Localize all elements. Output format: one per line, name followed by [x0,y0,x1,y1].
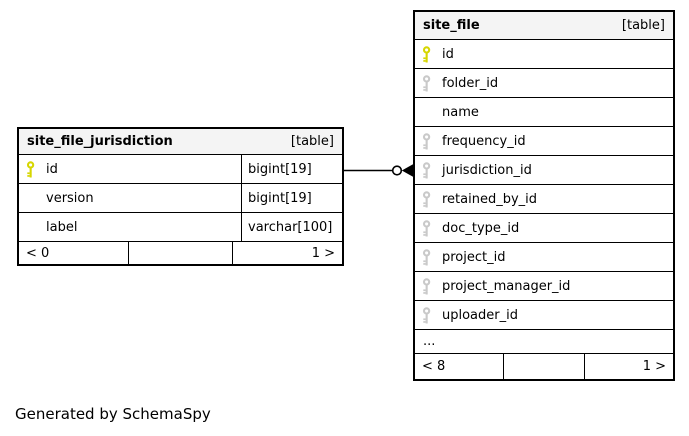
column-row-jurisdiction_id: jurisdiction_id [415,156,673,185]
ellipsis-row: ... [415,330,673,354]
column-row-folder_id: folder_id [415,69,673,98]
generator-credit: Generated by SchemaSpy [15,405,211,423]
foreign-key-icon [415,248,442,266]
table-type-tag: [table] [621,18,665,33]
foreign-key-icon [415,277,442,295]
table-header[interactable]: site_file [table] [415,12,673,40]
column-name: retained_by_id [442,191,538,207]
column-row-uploader_id: uploader_id [415,301,673,330]
column-row-id: id bigint[19] [19,155,342,184]
column-row-name: name [415,98,673,127]
parents-count: 1 > [584,354,673,379]
foreign-key-icon [415,161,442,179]
footer-spacer [502,354,585,379]
column-name: name [442,104,479,120]
foreign-key-icon [415,74,442,92]
relationship-arrowhead [401,164,413,177]
table-site-file-jurisdiction[interactable]: site_file_jurisdiction [table] id bigint[… [17,127,344,266]
relationship-circle-terminator [391,165,403,176]
column-row-project_id: project_id [415,243,673,272]
column-name: folder_id [442,75,499,91]
table-name[interactable]: site_file_jurisdiction [27,134,173,149]
table-columns: id bigint[19] version bigint[19] label varcha… [19,155,342,242]
column-name: jurisdiction_id [442,162,532,178]
primary-key-icon [19,160,46,178]
column-row-frequency_id: frequency_id [415,127,673,156]
column-name: id [46,161,58,177]
column-name: version [46,190,94,206]
table-footer: < 8 1 > [415,354,673,379]
foreign-key-icon [415,219,442,237]
footer-spacer [128,242,231,264]
column-row-retained_by_id: retained_by_id [415,185,673,214]
table-name[interactable]: site_file [423,18,480,33]
column-name: uploader_id [442,307,518,323]
column-name: label [46,219,78,235]
column-row-id: id [415,40,673,69]
column-name: frequency_id [442,133,526,149]
column-row-label: label varchar[100] [19,213,342,242]
column-name: doc_type_id [442,220,520,236]
column-row-project_manager_id: project_manager_id [415,272,673,301]
parents-count: 1 > [231,242,342,264]
column-row-doc_type_id: doc_type_id [415,214,673,243]
column-type: bigint[19] [241,184,342,212]
column-name: project_id [442,249,506,265]
column-name: project_manager_id [442,278,571,294]
foreign-key-icon [415,132,442,150]
foreign-key-icon [415,306,442,324]
column-type: varchar[100] [241,213,342,241]
table-type-tag: [table] [290,134,334,149]
foreign-key-icon [415,190,442,208]
column-type: bigint[19] [241,155,342,183]
column-name: id [442,46,454,62]
children-count: < 0 [26,245,50,261]
table-header[interactable]: site_file_jurisdiction [table] [19,129,342,155]
primary-key-icon [415,45,442,63]
children-count: < 8 [422,359,446,374]
column-row-version: version bigint[19] [19,184,342,213]
table-footer: < 0 1 > [19,242,342,264]
